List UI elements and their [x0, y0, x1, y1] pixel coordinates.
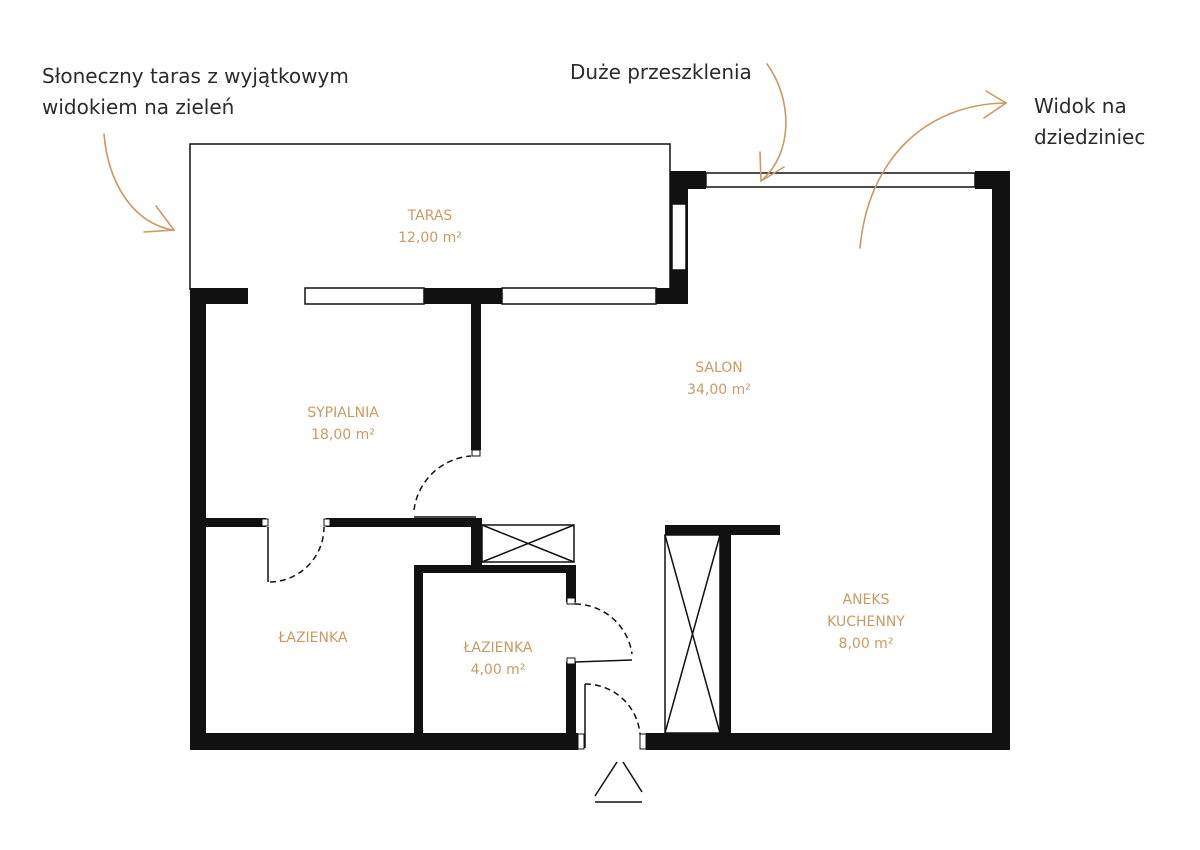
curved-arrow-icon — [103, 63, 1008, 249]
room-area: 34,00 m² — [687, 382, 751, 398]
callout-terrace: Słoneczny taras z wyjątkowym widokiem na… — [42, 61, 349, 123]
callout-glazing-line1: Duże przeszklenia — [570, 60, 752, 84]
window-terrace-right — [501, 287, 657, 305]
arrow-terrace — [103, 133, 173, 231]
room-area: 8,00 m² — [838, 636, 894, 652]
walls — [190, 171, 1010, 750]
room-name: SYPIALNIA — [307, 405, 379, 421]
shaft-box — [481, 524, 575, 563]
callout-terrace-line1: Słoneczny taras z wyjątkowym — [42, 64, 349, 88]
wall-bottom-right — [646, 733, 1010, 750]
callout-courtyard-line1: Widok na — [1034, 94, 1127, 118]
windows — [304, 172, 976, 305]
cross-box-icon — [481, 524, 721, 734]
room-label-salon: SALON 34,00 m² — [687, 357, 751, 401]
window-top-large — [705, 172, 976, 188]
door-swing-icon — [267, 455, 641, 748]
wall-top-left — [190, 288, 248, 304]
wall-bottom-left — [190, 733, 578, 750]
room-name: ŁAZIENKA — [278, 630, 348, 646]
room-label-sypialnia: SYPIALNIA 18,00 m² — [307, 402, 379, 446]
room-label-lazienka-2: ŁAZIENKA 4,00 m² — [464, 637, 533, 681]
wall-bedroom-bath-right — [326, 518, 482, 527]
wall-right — [992, 171, 1010, 750]
wardrobe-box — [664, 534, 721, 734]
arrow-glazing — [761, 63, 787, 181]
wall-bedroom-salon — [471, 304, 481, 450]
room-label-taras: TARAS 12,00 m² — [398, 205, 462, 249]
wall-left — [190, 288, 206, 750]
room-name: ŁAZIENKA — [463, 640, 533, 656]
callout-glazing: Duże przeszklenia — [570, 57, 752, 88]
room-label-aneks: ANEKS KUCHENNY 8,00 m² — [827, 589, 905, 655]
window-terrace-left — [304, 287, 425, 305]
wall-bath2-top — [414, 565, 576, 573]
room-area: 18,00 m² — [311, 427, 375, 443]
room-area: 12,00 m² — [398, 230, 462, 246]
callout-courtyard: Widok na dziedziniec — [1034, 91, 1145, 153]
callout-courtyard-line2: dziedziniec — [1034, 125, 1146, 149]
wall-bath-divider — [414, 565, 423, 735]
arrow-courtyard — [859, 102, 1007, 249]
door-jambs — [261, 449, 647, 750]
window-notch — [671, 203, 687, 271]
wall-bath2-right-upper — [566, 565, 576, 602]
callout-terrace-line2: widokiem na zieleń — [42, 95, 235, 119]
wall-outer-top-left — [670, 171, 706, 189]
room-name: SALON — [695, 360, 743, 376]
room-name-line1: ANEKS — [842, 592, 890, 608]
wall-kitchen-divider — [720, 525, 731, 733]
room-name-line2: KUCHENNY — [827, 614, 905, 630]
wall-bath2-right-lower — [566, 662, 576, 735]
wall-top-mid — [424, 288, 502, 304]
wall-bedroom-bath-left — [206, 518, 266, 527]
room-area: 4,00 m² — [470, 662, 526, 678]
room-label-lazienka-1: ŁAZIENKA — [279, 627, 348, 649]
wall-core — [471, 518, 482, 565]
entrance-triangle-icon — [594, 761, 643, 803]
room-name: TARAS — [407, 208, 453, 224]
